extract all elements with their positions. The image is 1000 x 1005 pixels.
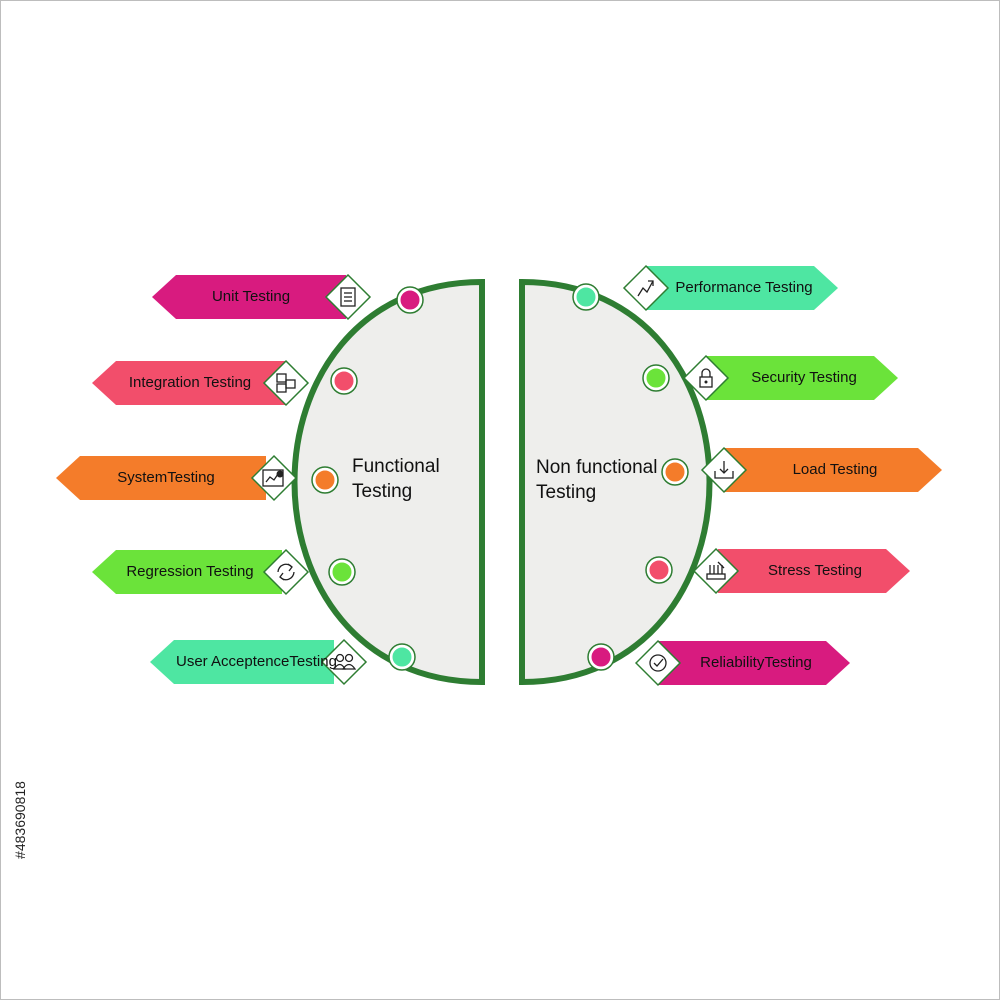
left-item-label-4: User AcceptenceTesting xyxy=(176,653,337,670)
right-icon-holder-4 xyxy=(634,639,682,687)
left-connector-ring-3 xyxy=(328,558,356,586)
left-item-0 xyxy=(152,273,424,321)
right-item-0 xyxy=(572,264,838,312)
right-arrow-banner-3 xyxy=(718,549,910,593)
right-icon-holder-1 xyxy=(682,354,730,402)
trend-arrow-icon xyxy=(637,280,654,297)
right-arrow-banner-0 xyxy=(646,266,838,310)
nonfunctional-testing-label: Non functional Testing xyxy=(536,455,657,505)
left-item-label-3: Regression Testing xyxy=(126,563,254,580)
left-item-1 xyxy=(92,359,358,407)
stock-id-text: #483690818 xyxy=(12,781,28,859)
left-arrow-banner-0 xyxy=(152,275,346,319)
document-icon xyxy=(340,287,356,307)
right-connector-ring-1 xyxy=(642,364,670,392)
left-arrow-banner-1 xyxy=(92,361,286,405)
left-connector-ring-2 xyxy=(311,466,339,494)
stock-id-vertical: #483690818 xyxy=(2,760,38,880)
right-item-2 xyxy=(661,446,942,494)
pressure-gauge-icon xyxy=(706,561,726,580)
right-icon-holder-3 xyxy=(692,547,740,595)
left-arrow-banner-3 xyxy=(92,550,282,594)
users-icon xyxy=(332,653,357,670)
right-connector-dot-0 xyxy=(573,284,599,310)
left-item-label-2: SystemTesting xyxy=(117,469,215,486)
right-item-label-4: ReliabilityTesting xyxy=(700,654,812,671)
right-arrow-banner-2 xyxy=(724,448,942,492)
right-icon-holder-0 xyxy=(622,264,670,312)
right-item-label-1: Security Testing xyxy=(751,369,857,386)
nonfunctional-label-line2: Testing xyxy=(536,482,597,503)
left-connector-dot-4 xyxy=(389,644,415,670)
functional-testing-label: Functional Testing xyxy=(352,454,440,504)
right-item-label-3: Stress Testing xyxy=(768,562,862,579)
left-arrow-banner-2 xyxy=(56,456,266,500)
left-connector-ring-1 xyxy=(330,367,358,395)
left-connector-ring-4 xyxy=(388,643,416,671)
right-arrow-banner-1 xyxy=(706,356,898,400)
download-tray-icon xyxy=(714,461,734,479)
right-connector-dot-2 xyxy=(662,459,688,485)
cycle-arrows-icon xyxy=(277,563,295,581)
left-arrow-banner-4 xyxy=(150,640,334,684)
right-arrow-banner-4 xyxy=(658,641,850,685)
right-connector-ring-2 xyxy=(661,458,689,486)
functional-label-line1: Functional xyxy=(352,456,440,477)
check-dial-icon xyxy=(649,654,667,672)
left-connector-ring-0 xyxy=(396,286,424,314)
left-icon-holder-2 xyxy=(250,454,298,502)
left-item-3 xyxy=(92,548,356,596)
right-item-4 xyxy=(587,639,850,687)
left-connector-dot-2 xyxy=(312,467,338,493)
right-item-3 xyxy=(645,547,910,595)
left-icon-holder-4 xyxy=(320,638,368,686)
right-item-label-2: Load Testing xyxy=(792,461,878,478)
left-connector-dot-3 xyxy=(329,559,355,585)
functional-label-line2: Testing xyxy=(352,481,413,502)
padlock-icon xyxy=(699,368,713,388)
right-connector-ring-3 xyxy=(645,556,673,584)
stacked-boxes-icon xyxy=(276,373,296,393)
right-connector-dot-4 xyxy=(588,644,614,670)
left-connector-dot-1 xyxy=(331,368,357,394)
right-item-1 xyxy=(642,354,898,402)
left-connector-dot-0 xyxy=(397,287,423,313)
right-connector-ring-4 xyxy=(587,643,615,671)
right-connector-dot-1 xyxy=(643,365,669,391)
right-connector-ring-0 xyxy=(572,283,600,311)
left-item-2 xyxy=(56,454,339,502)
chart-gear-icon xyxy=(262,469,284,487)
left-item-4 xyxy=(150,638,416,686)
nonfunctional-label-line1: Non functional xyxy=(536,457,658,478)
right-item-label-0: Performance Testing xyxy=(675,279,813,296)
left-icon-holder-3 xyxy=(262,548,310,596)
right-connector-dot-3 xyxy=(646,557,672,583)
left-item-label-0: Unit Testing xyxy=(211,288,291,305)
left-item-label-1: Integration Testing xyxy=(128,374,252,391)
